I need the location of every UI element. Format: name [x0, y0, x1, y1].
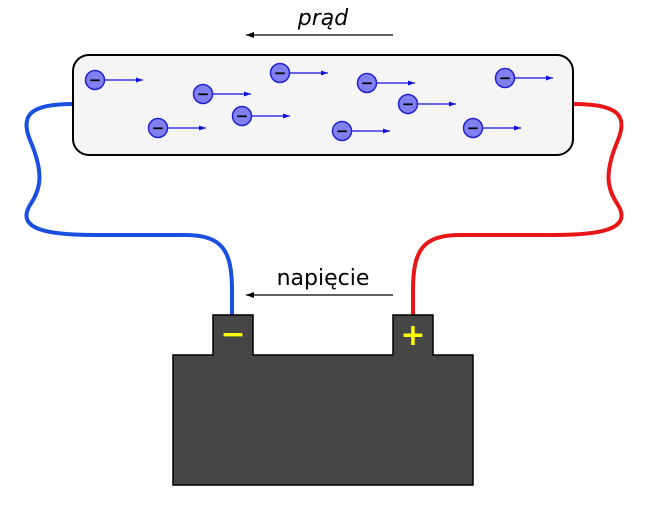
negative-wire — [24, 102, 234, 320]
electron: − — [192, 83, 251, 105]
electron: − — [84, 69, 143, 91]
electron: − — [147, 117, 206, 139]
electron-circle — [147, 117, 169, 139]
electron-circle — [397, 93, 419, 115]
battery-body — [172, 314, 474, 486]
electron-circle — [331, 120, 353, 142]
electron-minus-sign: − — [89, 71, 102, 89]
electron: − — [269, 62, 328, 84]
electron-circle — [462, 117, 484, 139]
electron-minus-sign: − — [361, 74, 374, 92]
electron-minus-sign: − — [499, 69, 512, 87]
electron-minus-sign: − — [236, 107, 249, 125]
voltage-label: napięcie — [277, 266, 370, 291]
positive-wire — [411, 102, 624, 320]
electron: − — [462, 117, 521, 139]
electron-circle — [494, 67, 516, 89]
electron-minus-sign: − — [336, 122, 349, 140]
electron: − — [331, 120, 390, 142]
electron: − — [356, 72, 415, 94]
electron-circle — [269, 62, 291, 84]
conductor-bar — [72, 54, 574, 156]
electron-circle — [84, 69, 106, 91]
electron-minus-sign: − — [467, 119, 480, 137]
negative-terminal-sign: − — [220, 317, 245, 352]
electron-circle — [231, 105, 253, 127]
electron-minus-sign: − — [274, 64, 287, 82]
electron-circle — [356, 72, 378, 94]
electron: − — [231, 105, 290, 127]
electron: − — [397, 93, 456, 115]
electron-minus-sign: − — [152, 119, 165, 137]
electron-minus-sign: − — [197, 85, 210, 103]
electrons-group: − − − − − − − − − − — [84, 62, 553, 142]
electron: − — [494, 67, 553, 89]
electron-minus-sign: − — [402, 95, 415, 113]
battery: − + — [172, 314, 474, 486]
positive-terminal-sign: + — [400, 318, 425, 353]
current-label: prąd — [297, 6, 349, 31]
electron-circle — [192, 83, 214, 105]
